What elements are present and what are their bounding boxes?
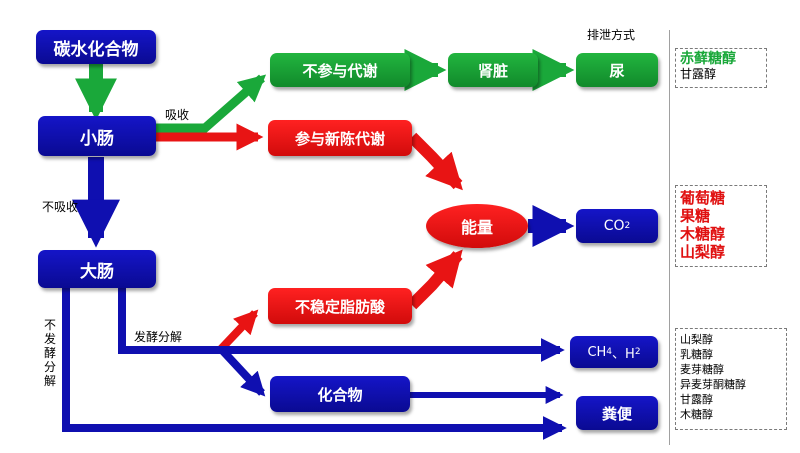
list-item: 甘露醇 <box>680 67 717 81</box>
label-absorb: 吸收 <box>165 108 190 122</box>
label-not-fermented: 不发酵分解 <box>43 318 56 388</box>
label-not-absorb: 不吸收 <box>42 200 79 214</box>
node-energy: 能量 <box>426 204 528 248</box>
list-item: 山梨醇 <box>680 243 726 261</box>
list-item: 果糖 <box>680 207 711 225</box>
list-energy-group: 葡萄糖 果糖 木糖醇 山梨醇 <box>675 185 767 267</box>
arrow-fatty-acid-to-energy <box>407 249 463 310</box>
list-item: 异麦芽酮糖醇 <box>680 378 746 391</box>
list-item: 赤藓糖醇 <box>680 51 736 67</box>
list-item: 山梨醇 <box>680 333 713 346</box>
list-item: 葡萄糖 <box>680 189 726 207</box>
arrow-ferment-to-compound <box>219 347 266 397</box>
node-compound: 化合物 <box>270 376 410 412</box>
list-urine-group: 赤藓糖醇 甘露醇 <box>675 48 767 88</box>
arrow-metabolism-to-energy <box>407 132 463 191</box>
list-item: 木糖醇 <box>680 225 726 243</box>
divider-line <box>669 30 670 445</box>
node-urine: 尿 <box>576 53 658 87</box>
node-metabolism: 参与新陈代谢 <box>268 120 412 156</box>
node-kidney: 肾脏 <box>448 53 538 87</box>
node-feces: 粪便 <box>576 396 658 430</box>
list-item: 木糖醇 <box>680 408 713 421</box>
node-large-intestine: 大肠 <box>38 250 156 288</box>
label-excretion-mode: 排泄方式 <box>587 28 636 42</box>
node-not-metabolized: 不参与代谢 <box>270 53 410 87</box>
list-item: 乳糖醇 <box>680 348 713 361</box>
list-feces-group: 山梨醇 乳糖醇 麦芽糖醇 异麦芽酮糖醇 甘露醇 木糖醇 <box>675 328 787 430</box>
arrow-not-fermented-to-feces <box>62 288 567 440</box>
list-item: 麦芽糖醇 <box>680 363 724 376</box>
list-item: 甘露醇 <box>680 393 713 406</box>
node-unstable-fatty-acid: 不稳定脂肪酸 <box>268 288 412 324</box>
arrow-absorb-not-metabolized <box>155 74 267 133</box>
arrow-ferment-to-gas <box>118 288 565 362</box>
node-carbohydrate: 碳水化合物 <box>36 30 156 64</box>
node-small-intestine: 小肠 <box>38 116 156 156</box>
label-ferment-decompose: 发酵分解 <box>134 330 183 344</box>
arrow-ferment-to-fatty-acid <box>217 309 259 353</box>
